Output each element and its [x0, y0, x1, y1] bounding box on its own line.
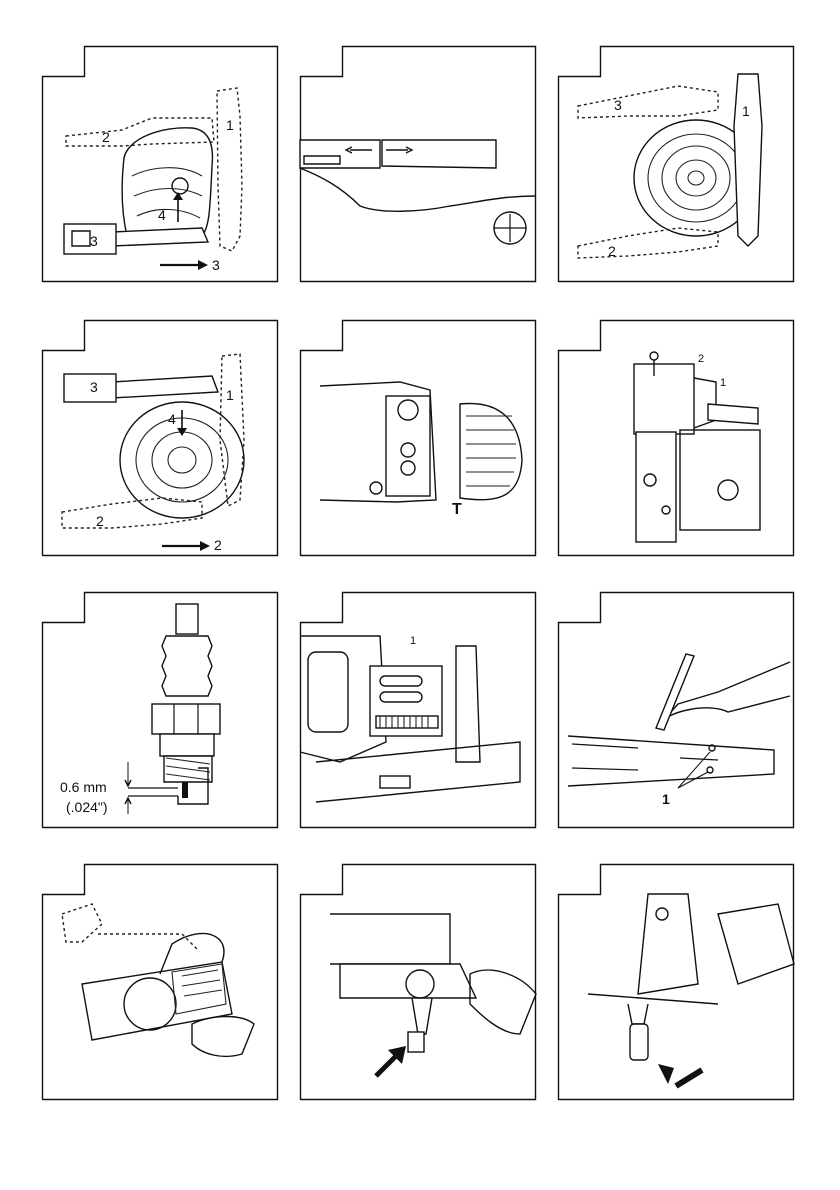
- figure-label: T: [452, 501, 462, 518]
- figure-label: 1: [410, 635, 416, 647]
- figure-air-filter-cover: 2 1: [558, 320, 794, 556]
- figure-label: 1: [662, 791, 670, 807]
- figure-label: 1: [720, 377, 726, 389]
- figure-fuel-filter: [300, 864, 536, 1100]
- figure-felling-direction: 1 2 3 4 3: [42, 46, 278, 282]
- figure-chain-oil-adjust: 1: [300, 592, 536, 828]
- figure-label: 3: [614, 97, 622, 113]
- figure-guide-bar-holes: 1: [558, 592, 794, 828]
- figure-label: 3: [90, 379, 98, 395]
- spark-plug-gap-mm: 0.6 mm: [60, 779, 107, 795]
- figure-label: 2: [698, 353, 704, 365]
- figure-oil-filter: [558, 864, 794, 1100]
- figure-spark-plug: 0.6 mm (.024"): [42, 592, 278, 828]
- figure-bucking-log: 3 4 1 2 2: [42, 320, 278, 556]
- figure-air-filter-clean: [42, 864, 278, 1100]
- spark-plug-gap-inch: (.024"): [66, 799, 108, 815]
- figure-limbing-side: 3 1 2: [558, 46, 794, 282]
- figure-label: 2: [102, 129, 110, 145]
- figure-label: 1: [742, 103, 750, 119]
- figure-label: 2: [214, 537, 222, 553]
- figure-label: 3: [212, 257, 220, 273]
- figure-label: 4: [158, 207, 166, 223]
- figure-label: 1: [226, 117, 234, 133]
- figure-label: 3: [90, 233, 98, 249]
- figure-carburetor-screw: T: [300, 320, 536, 556]
- figure-label: 2: [96, 513, 104, 529]
- figure-bar-pinch: [300, 46, 536, 282]
- figure-label: 2: [608, 243, 616, 259]
- figure-label: 1: [226, 387, 234, 403]
- figure-label: 4: [168, 411, 176, 427]
